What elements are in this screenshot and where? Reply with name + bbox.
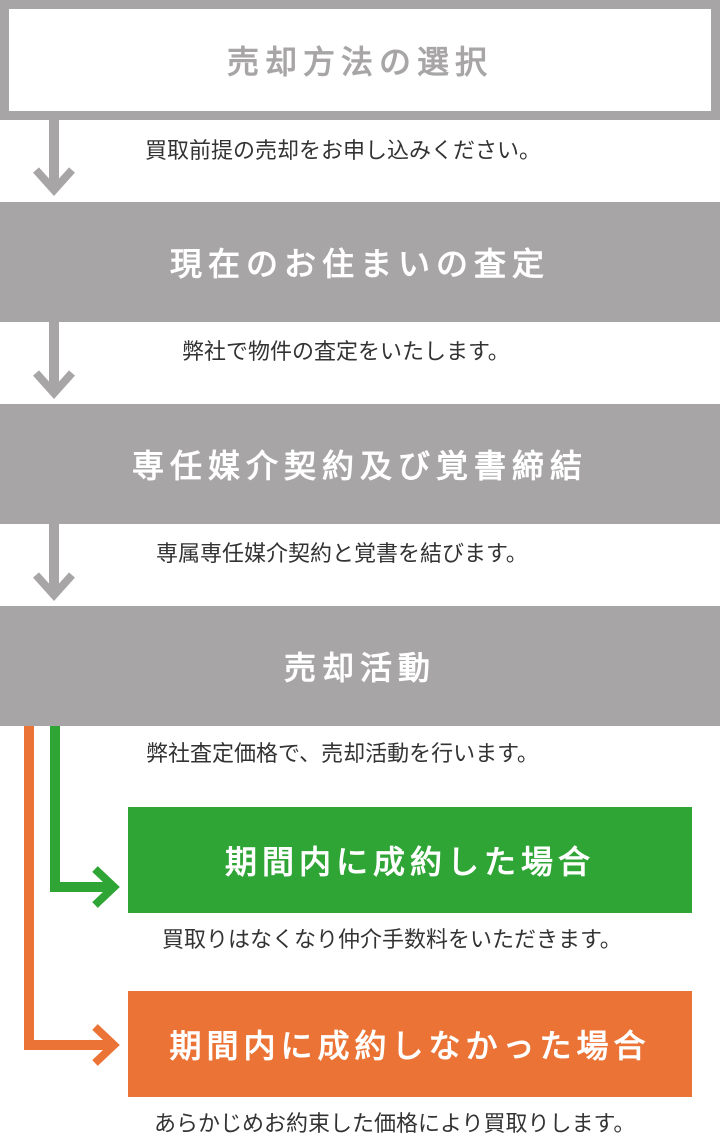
- step-1-description: 買取前提の売却をお申し込みください。: [145, 139, 542, 164]
- step-3-description: 専属専任媒介契約と覚書を結びます。: [156, 542, 528, 567]
- step-2-box: 現在のお住まいの査定: [0, 202, 720, 322]
- outcome-2-box: 期間内に成約しなかった場合: [128, 991, 692, 1097]
- down-arrow-icon: [33, 523, 75, 601]
- outcome-1-description: 買取りはなくなり仲介手数料をいただきます。: [162, 928, 622, 953]
- step-1-box: 売却方法の選択: [0, 0, 720, 120]
- step-3-title: 専任媒介契約及び覚書締結: [131, 447, 588, 485]
- step-2-title: 現在のお住まいの査定: [169, 245, 550, 283]
- step-1-title: 売却方法の選択: [226, 43, 493, 81]
- step-3-box: 専任媒介契約及び覚書締結: [0, 404, 720, 524]
- down-arrow-icon: [33, 321, 75, 399]
- step-2-description: 弊社で物件の査定をいたします。: [182, 340, 510, 365]
- outcome-2-title: 期間内に成約しなかった場合: [169, 1027, 651, 1065]
- orange-branch-arrow-icon: [24, 726, 120, 1066]
- down-arrow-icon: [33, 118, 75, 196]
- outcome-2-description: あらかじめお約束した価格により買取りします。: [154, 1112, 636, 1137]
- outcome-1-title: 期間内に成約した場合: [224, 843, 595, 881]
- step-4-description: 弊社査定価格で、売却活動を行います。: [146, 742, 539, 767]
- step-4-box: 売却活動: [0, 606, 720, 726]
- step-4-title: 売却活動: [283, 649, 436, 687]
- outcome-1-box: 期間内に成約した場合: [128, 807, 692, 913]
- green-branch-arrow-icon: [50, 726, 120, 908]
